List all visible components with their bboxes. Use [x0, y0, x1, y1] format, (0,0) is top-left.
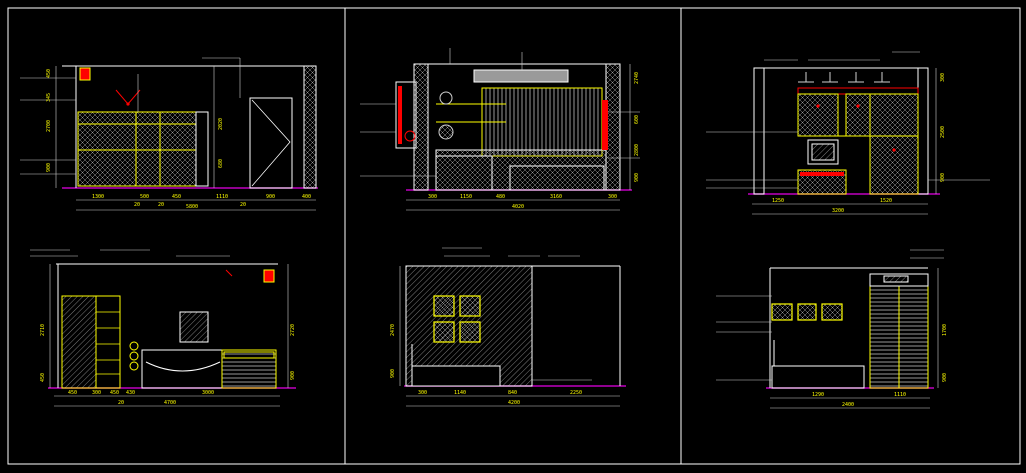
- dim-p4-l1: 450: [40, 373, 46, 382]
- dim-p2-b1: 1150: [460, 194, 472, 200]
- elevation-bedroom-wall-a: 1300 500 450 1110 900 400 5800 20 20 20 …: [20, 57, 318, 211]
- dim-p6-b1: 1110: [894, 392, 906, 398]
- dim-p2-r0: 2740: [634, 72, 640, 84]
- elevation-wardrobe-tv-wall: 1250 1520 3200 300 2500 900: [706, 51, 990, 215]
- dim-p2-r3: 900: [634, 173, 640, 182]
- elevation-wardrobe-wall: 1290 1110 2400 1700 900: [716, 249, 948, 409]
- dim-p3-r1: 2500: [940, 126, 946, 138]
- dim-p5-b2: 840: [508, 390, 517, 396]
- elevation-feature-wall: 300 1140 840 2250 4200 2470 900: [390, 247, 626, 407]
- dim-p6-total: 2400: [842, 402, 854, 408]
- dim-p4-b4: 3000: [202, 390, 214, 396]
- dim-p2-r1: 600: [634, 115, 640, 124]
- dim-p4-l0: 2710: [40, 324, 46, 336]
- dim-p3-total: 3200: [832, 208, 844, 214]
- dim-p3-r2: 900: [940, 173, 946, 182]
- sheet-frame: [7, 7, 1021, 465]
- dim-p4-b3: 430: [126, 390, 135, 396]
- dim-p4-r1: 900: [290, 371, 296, 380]
- dim-p1-r0: 2020: [218, 118, 224, 130]
- dim-p1-b5: 400: [302, 194, 311, 200]
- dim-p2-b2: 480: [496, 194, 505, 200]
- dim-p3-b1: 1520: [880, 198, 892, 204]
- dim-p2-b4: 300: [608, 194, 617, 200]
- dim-p4-b2: 450: [110, 390, 119, 396]
- dim-p1-b4: 900: [266, 194, 275, 200]
- dim-p1-s1: 20: [158, 202, 164, 208]
- dim-p1-b2: 450: [172, 194, 181, 200]
- dim-p1-b1: 500: [140, 194, 149, 200]
- dim-p4-b1: 300: [92, 390, 101, 396]
- dim-p1-l3: 900: [46, 163, 52, 172]
- dim-p3-r0: 300: [940, 73, 946, 82]
- dim-p4-r0: 2720: [290, 324, 296, 336]
- dim-p1-s0: 20: [134, 202, 140, 208]
- dim-p6-b0: 1290: [812, 392, 824, 398]
- dim-p4-s0: 20: [118, 400, 124, 406]
- dim-p1-l2: 2700: [46, 120, 52, 132]
- dim-p1-b0: 1300: [92, 194, 104, 200]
- dim-p1-b3: 1110: [216, 194, 228, 200]
- dim-p1-l1: 345: [46, 93, 52, 102]
- dim-p4-b0: 450: [68, 390, 77, 396]
- dim-p1-s2: 20: [240, 202, 246, 208]
- elevation-bedroom-wall-b: 300 1150 480 3160 300 4020 2740 600 2800…: [360, 48, 640, 211]
- dim-p4-total: 4700: [164, 400, 176, 406]
- dim-p1-l0: 450: [46, 69, 52, 78]
- dim-p6-r1: 900: [942, 373, 948, 382]
- dim-p1-r1: 680: [218, 159, 224, 168]
- dim-p5-b1: 1140: [454, 390, 466, 396]
- dim-p5-b3: 2250: [570, 390, 582, 396]
- dim-p5-l0: 2470: [390, 324, 396, 336]
- dim-p6-r0: 1700: [942, 324, 948, 336]
- elevation-study-wall: 450 300 450 430 3000 4700 20 2710 450 27…: [30, 249, 296, 407]
- dim-p1-total: 5800: [186, 204, 198, 210]
- dim-p5-b0: 300: [418, 390, 427, 396]
- dim-p2-total: 4020: [512, 204, 524, 210]
- dim-p5-l1: 900: [390, 369, 396, 378]
- dim-p2-b0: 300: [428, 194, 437, 200]
- dim-p2-r2: 2800: [634, 144, 640, 156]
- dim-p2-b3: 3160: [550, 194, 562, 200]
- dim-p3-b0: 1250: [772, 198, 784, 204]
- dim-p5-total: 4200: [508, 400, 520, 406]
